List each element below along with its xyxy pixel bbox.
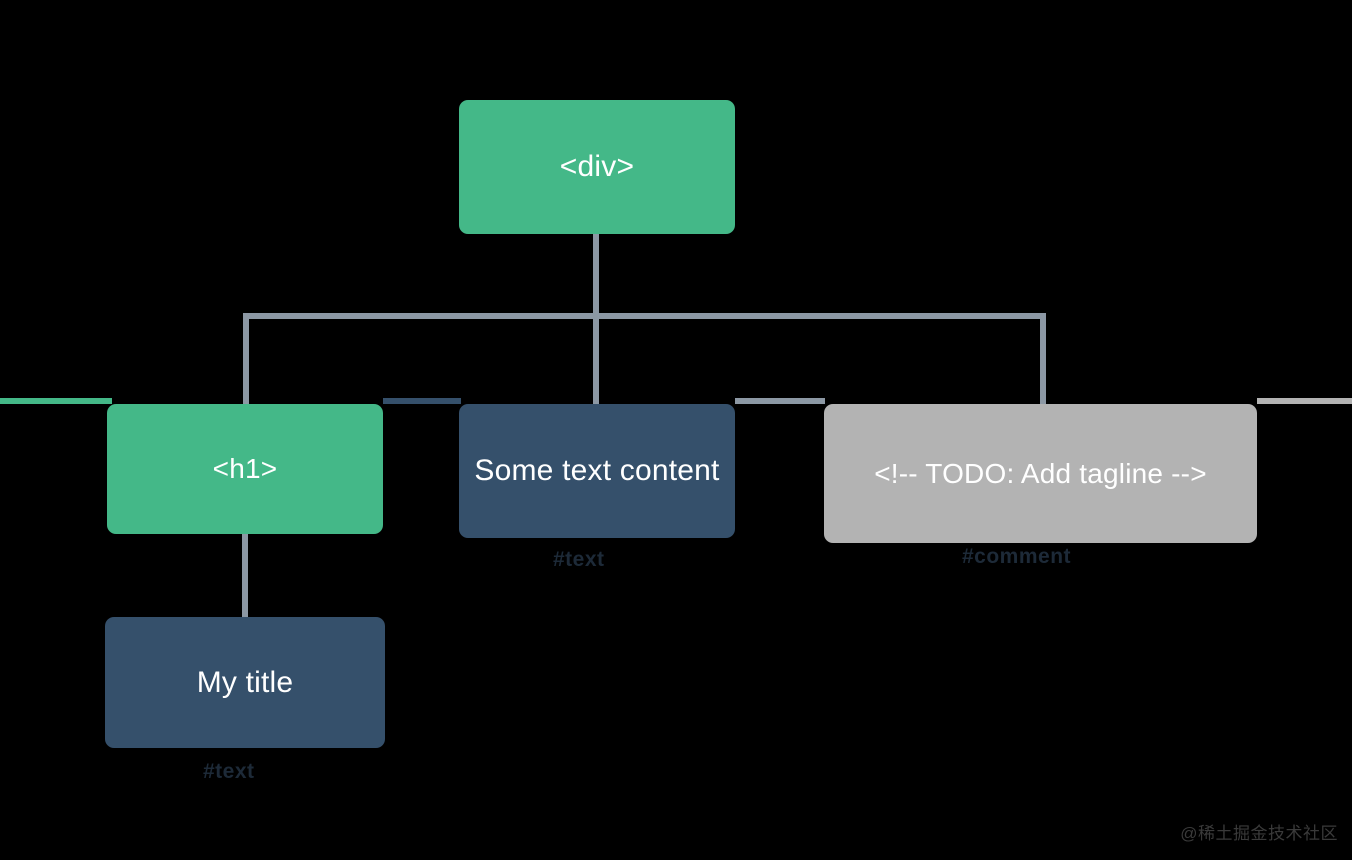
connector-div-stem (593, 234, 599, 318)
type-label-my-title: #text (203, 760, 255, 783)
node-comment[interactable]: <!-- TODO: Add tagline --> (824, 404, 1257, 543)
node-some-text-label: Some text content (474, 454, 720, 488)
watermark: @稀土掘金技术社区 (1180, 824, 1338, 843)
connector-drop-comment (1040, 313, 1046, 405)
row-rule-between-text-comment (735, 398, 825, 404)
row-rule-between-h1-text (383, 398, 461, 404)
type-label-comment: #comment (962, 545, 1072, 568)
node-comment-label: <!-- TODO: Add tagline --> (874, 457, 1207, 489)
connector-drop-h1 (243, 313, 249, 405)
connector-drop-text (593, 313, 599, 405)
node-my-title-label: My title (196, 665, 294, 699)
node-some-text[interactable]: Some text content (459, 404, 735, 538)
row-rule-left-green (0, 398, 112, 404)
type-label-some-text: #text (553, 548, 605, 571)
node-h1-label: <h1> (212, 453, 278, 485)
node-div[interactable]: <div> (459, 100, 735, 234)
node-my-title[interactable]: My title (105, 617, 385, 748)
connector-h1-to-text (242, 533, 248, 619)
node-div-label: <div> (559, 150, 635, 184)
row-rule-right-gray (1257, 398, 1352, 404)
node-h1[interactable]: <h1> (107, 404, 383, 534)
connector-horizontal-bus (243, 313, 1046, 319)
